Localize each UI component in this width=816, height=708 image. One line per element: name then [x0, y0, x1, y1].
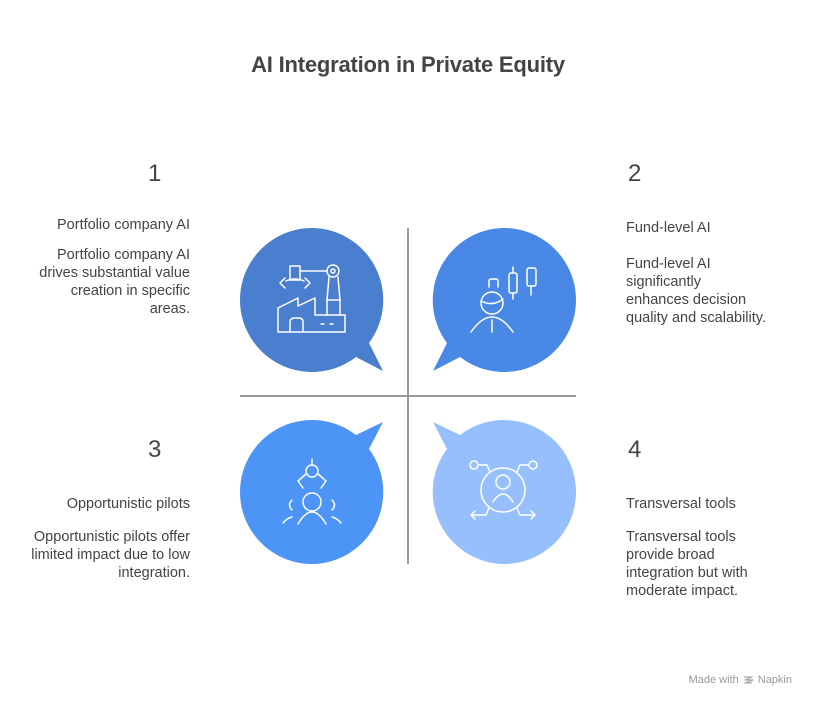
quadrant-2-text: Fund-level AI Fund-level AI significantl… — [626, 219, 766, 327]
quadrant-1-heading: Portfolio company AI — [57, 217, 190, 233]
quadrant-3-bubble — [240, 420, 384, 564]
team-claw-icon — [282, 458, 342, 525]
quadrant-1-description: Portfolio company AI drives substantial … — [39, 247, 190, 317]
quadrant-4-number: 4 — [628, 436, 642, 463]
quadrant-2-number: 2 — [628, 160, 642, 187]
connected-user-network-icon — [469, 460, 538, 520]
quadrant-2-description: Fund-level AI significantly enhances dec… — [626, 256, 766, 326]
napkin-brand-label: Napkin — [757, 674, 792, 686]
page-title: AI Integration in Private Equity — [251, 52, 565, 77]
factory-robot-arm-icon — [277, 264, 346, 333]
quadrant-1-text: Portfolio company AI Portfolio company A… — [30, 216, 190, 318]
quadrant-2-bubble — [432, 228, 576, 372]
quadrant-2-heading: Fund-level AI — [626, 220, 711, 236]
made-with-label: Made with — [688, 674, 739, 686]
quadrant-1-number: 1 — [148, 160, 162, 187]
napkin-watermark[interactable]: Made with Napkin — [689, 674, 792, 686]
quadrant-4-description: Transversal tools provide broad integrat… — [626, 529, 748, 599]
quadrant-3-heading: Opportunistic pilots — [66, 496, 190, 512]
napkin-logo-icon — [743, 675, 754, 684]
quadrant-4-heading: Transversal tools — [626, 496, 736, 512]
quadrant-3-number: 3 — [148, 436, 162, 463]
analyst-candlestick-chart-icon — [470, 266, 537, 333]
quadrant-1-bubble — [240, 228, 384, 372]
quadrant-3-text: Opportunistic pilots Opportunistic pilot… — [30, 495, 190, 582]
quadrant-4-text: Transversal tools Transversal tools prov… — [626, 495, 766, 600]
quadrant-3-description: Opportunistic pilots offer limited impac… — [31, 529, 190, 581]
quadrant-4-bubble — [432, 420, 576, 564]
